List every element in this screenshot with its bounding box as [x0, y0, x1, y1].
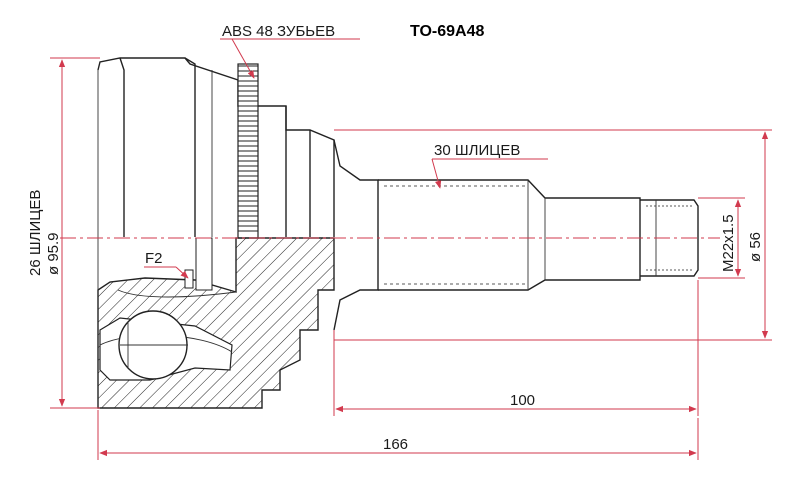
inner-splines-label: 26 ШЛИЦЕВ — [27, 190, 44, 276]
abs-ring — [237, 63, 259, 239]
outer-diameter-label: ø 95.9 — [45, 232, 62, 275]
abs-teeth-label: ABS 48 ЗУБЬЕВ — [222, 23, 335, 40]
part-number: TO-69A48 — [410, 23, 485, 40]
section-hatched — [97, 237, 335, 409]
thread-label: M22x1.5 — [720, 214, 737, 272]
shaft-diameter-label: ø 56 — [747, 232, 764, 262]
dimensions — [50, 38, 772, 460]
f2-label: F2 — [145, 250, 163, 267]
length-100-label: 100 — [510, 392, 535, 409]
length-166-label: 166 — [383, 436, 408, 453]
outer-splines-label: 30 ШЛИЦЕВ — [434, 142, 520, 159]
stub-shaft — [333, 139, 699, 331]
